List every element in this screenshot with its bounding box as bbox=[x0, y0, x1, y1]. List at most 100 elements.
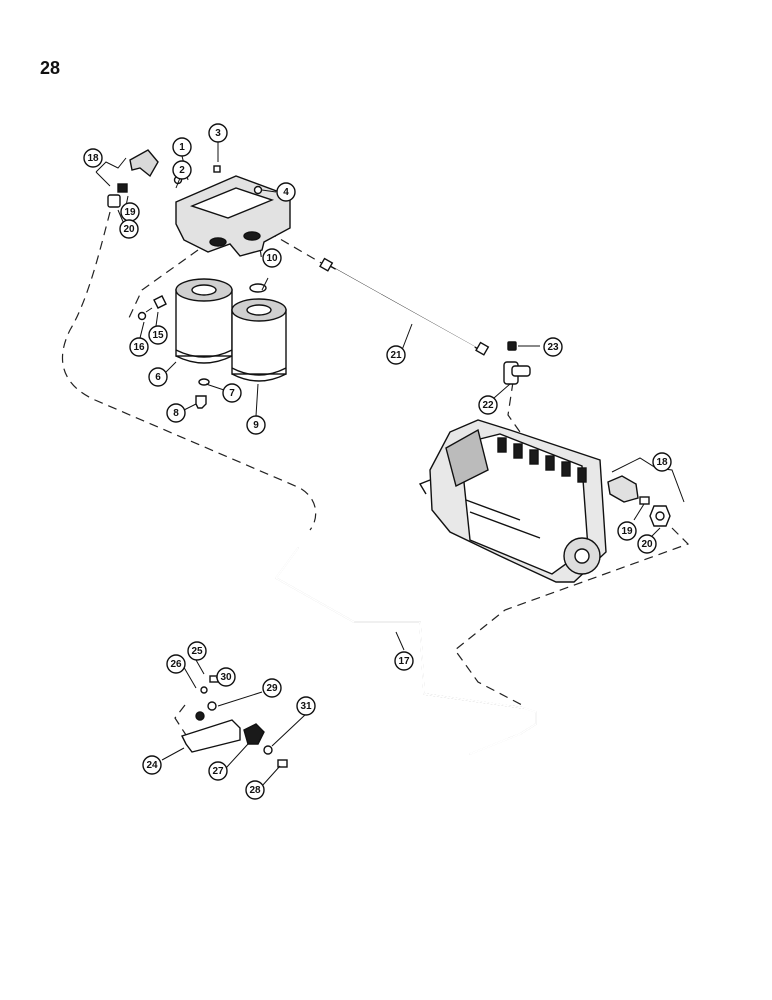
callout-16: 16 bbox=[129, 337, 149, 357]
callout-circle bbox=[296, 696, 316, 716]
bolt-part bbox=[145, 295, 167, 313]
callout-circle bbox=[246, 415, 266, 435]
callout-circle bbox=[119, 219, 139, 239]
pump-nut-part bbox=[649, 505, 671, 527]
dashed-line-header-filter bbox=[127, 249, 199, 321]
callout-label: 27 bbox=[212, 766, 224, 777]
bracket-lock-washer-part bbox=[207, 701, 217, 711]
clamp-part bbox=[243, 723, 265, 745]
callout-label: 23 bbox=[547, 342, 559, 353]
callout-label: 3 bbox=[215, 128, 221, 139]
callout-label: 18 bbox=[87, 153, 99, 164]
callout-circle bbox=[245, 780, 265, 800]
callout-15: 15 bbox=[148, 325, 168, 345]
filter-element-6-part bbox=[175, 278, 233, 364]
callout-circle bbox=[262, 678, 282, 698]
callout-28: 28 bbox=[245, 780, 265, 800]
callout-label: 17 bbox=[398, 656, 410, 667]
callout-3: 3 bbox=[208, 123, 228, 143]
washer-part bbox=[253, 185, 263, 195]
callout-circle bbox=[262, 248, 282, 268]
callout-circle bbox=[216, 667, 236, 687]
callout-label: 16 bbox=[133, 342, 145, 353]
callout-circle bbox=[478, 395, 498, 415]
callout-6: 6 bbox=[148, 367, 168, 387]
callout-circle bbox=[276, 182, 296, 202]
o-ring-part bbox=[249, 283, 267, 293]
callout-30: 30 bbox=[216, 667, 236, 687]
callout-26: 26 bbox=[166, 654, 186, 674]
callout-circle bbox=[166, 403, 186, 423]
fuel-line-part bbox=[275, 547, 537, 755]
callout-label: 21 bbox=[390, 350, 402, 361]
lock-washer-part bbox=[137, 311, 147, 321]
pump-elbow-fitting-part bbox=[607, 475, 639, 503]
dashed-line-fitting-pump bbox=[507, 381, 521, 433]
callout-10: 10 bbox=[262, 248, 282, 268]
callout-circle bbox=[617, 521, 637, 541]
callout-label: 28 bbox=[249, 785, 261, 796]
callout-circle bbox=[166, 654, 186, 674]
connector-part bbox=[507, 341, 517, 351]
callout-circle bbox=[83, 148, 103, 168]
clamp-washer-part bbox=[263, 745, 273, 755]
callout-20: 20 bbox=[637, 534, 657, 554]
callout-29: 29 bbox=[262, 678, 282, 698]
dashed-line-header-tube bbox=[267, 231, 331, 269]
callout-label: 19 bbox=[124, 207, 136, 218]
bracket-nut-part bbox=[195, 711, 205, 721]
bracket-washer-part bbox=[200, 686, 208, 694]
callout-19: 19 bbox=[617, 521, 637, 541]
dashed-line-return bbox=[61, 211, 317, 531]
callout-label: 20 bbox=[641, 539, 653, 550]
callout-4: 4 bbox=[276, 182, 296, 202]
callout-label: 10 bbox=[266, 253, 278, 264]
callout-18: 18 bbox=[652, 452, 672, 472]
callout-27: 27 bbox=[208, 761, 228, 781]
dashed-line-pump-return bbox=[454, 527, 690, 706]
callout-circle bbox=[386, 345, 406, 365]
dashed-line-bracket bbox=[174, 704, 187, 736]
callout-label: 9 bbox=[253, 420, 259, 431]
callout-19: 19 bbox=[120, 202, 140, 222]
callout-label: 15 bbox=[152, 330, 164, 341]
callout-20: 20 bbox=[119, 219, 139, 239]
filter-element-9-part bbox=[231, 298, 287, 382]
callout-label: 1 bbox=[179, 142, 185, 153]
callout-label: 6 bbox=[155, 372, 161, 383]
callout-label: 22 bbox=[482, 400, 494, 411]
callout-label: 2 bbox=[179, 165, 185, 176]
callout-21: 21 bbox=[386, 345, 406, 365]
page-number: 28 bbox=[40, 58, 61, 78]
elbow-fitting-part bbox=[129, 149, 159, 178]
bleed-screw-part bbox=[213, 165, 221, 173]
callout-circle bbox=[637, 534, 657, 554]
callout-2: 2 bbox=[172, 160, 192, 180]
callout-circle bbox=[394, 651, 414, 671]
callout-label: 24 bbox=[146, 760, 158, 771]
callout-label: 7 bbox=[229, 388, 235, 399]
callout-label: 29 bbox=[266, 683, 278, 694]
callout-circle bbox=[652, 452, 672, 472]
callout-18: 18 bbox=[83, 148, 103, 168]
callout-7: 7 bbox=[222, 383, 242, 403]
callout-label: 31 bbox=[300, 701, 312, 712]
callout-label: 26 bbox=[170, 659, 182, 670]
nut-part bbox=[107, 194, 121, 208]
callout-17: 17 bbox=[394, 651, 414, 671]
callout-31: 31 bbox=[296, 696, 316, 716]
callout-22: 22 bbox=[478, 395, 498, 415]
callout-circle bbox=[172, 137, 192, 157]
callout-25: 25 bbox=[187, 641, 207, 661]
sleeve-part bbox=[117, 183, 128, 193]
elbow-connector-part bbox=[503, 361, 531, 385]
callout-circle bbox=[148, 367, 168, 387]
callout-23: 23 bbox=[543, 337, 563, 357]
bracket-part bbox=[181, 719, 241, 753]
leader-lines bbox=[95, 142, 685, 787]
callout-circle bbox=[543, 337, 563, 357]
callout-circle bbox=[208, 123, 228, 143]
callout-label: 19 bbox=[621, 526, 633, 537]
filter-header-part bbox=[175, 175, 291, 257]
